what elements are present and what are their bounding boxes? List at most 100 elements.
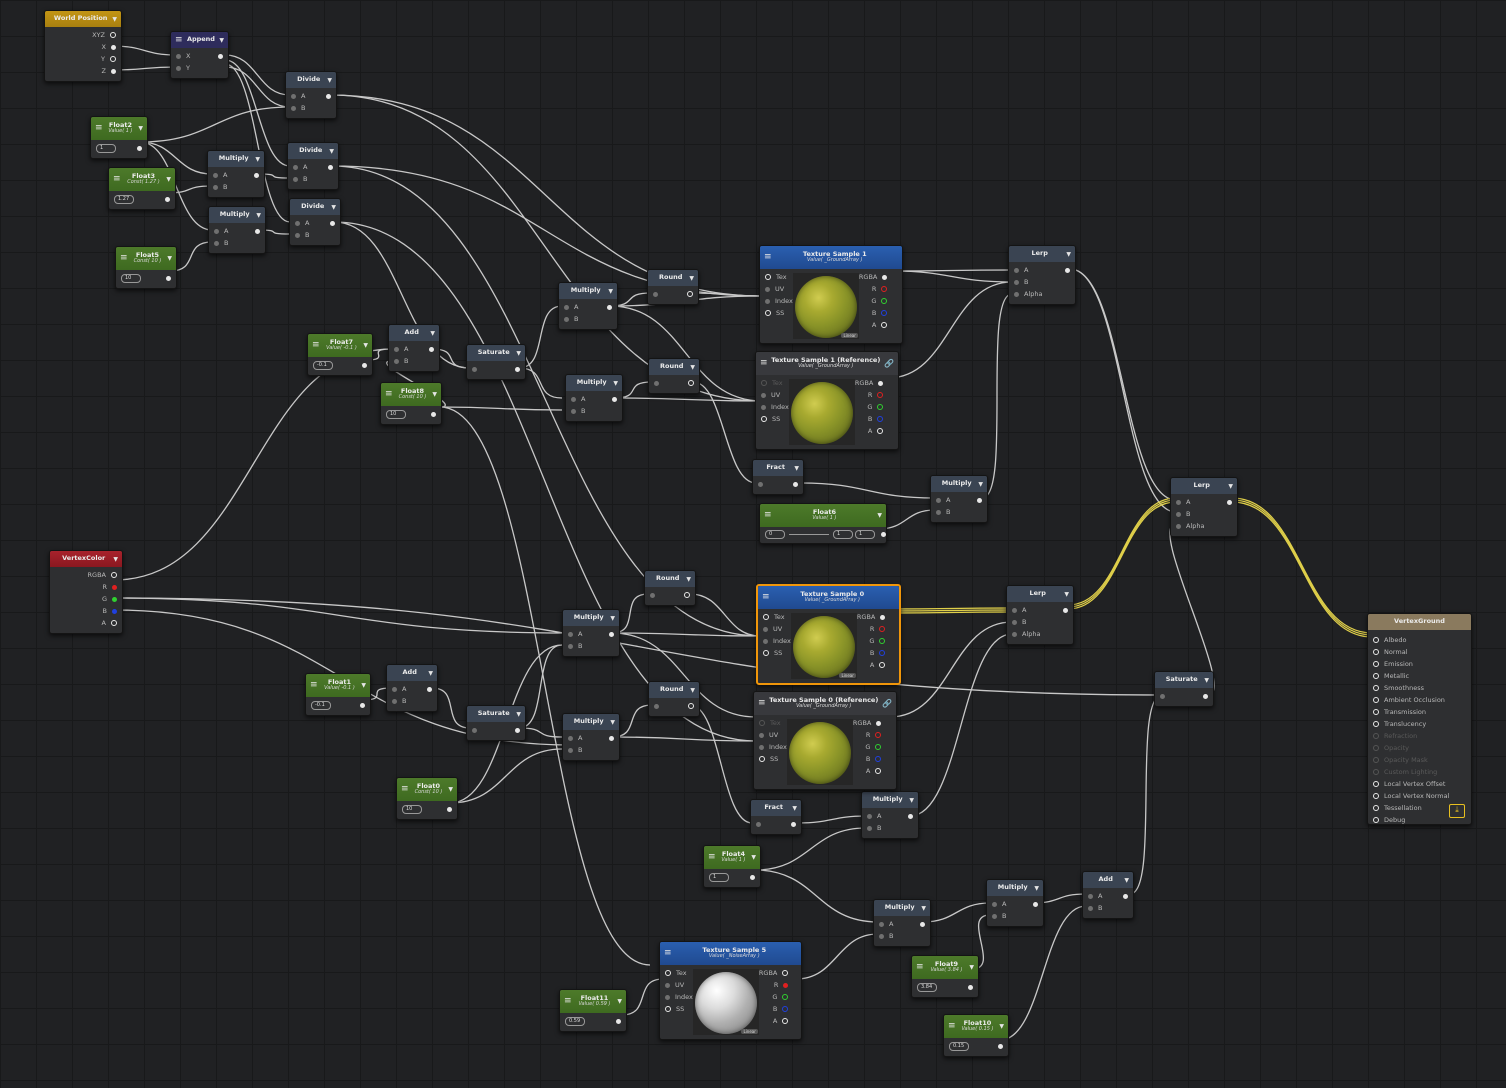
input-pin-x[interactable]: X: [171, 50, 190, 62]
output-pin[interactable]: [249, 169, 264, 181]
output-input-metallic[interactable]: Metallic: [1368, 670, 1471, 682]
input-pin-b[interactable]: B: [931, 506, 950, 518]
chevron-down-icon[interactable]: ▼: [112, 15, 117, 23]
menu-icon[interactable]: ≡: [312, 340, 320, 350]
menu-icon[interactable]: ≡: [764, 252, 772, 262]
chevron-down-icon[interactable]: ▼: [430, 329, 435, 337]
output-pin-rgba[interactable]: RGBA: [50, 569, 122, 581]
output-pin-r[interactable]: R: [50, 581, 122, 593]
chevron-down-icon[interactable]: ▼: [1064, 590, 1069, 598]
link-icon[interactable]: 🔗: [882, 699, 892, 708]
input-pin-b[interactable]: B: [563, 744, 582, 756]
chevron-down-icon[interactable]: ▼: [909, 796, 914, 804]
input-pin-a[interactable]: A: [862, 810, 881, 822]
float-value-field[interactable]: 1.27: [114, 194, 134, 204]
chevron-down-icon[interactable]: ▼: [978, 480, 983, 488]
output-pin[interactable]: [604, 732, 619, 744]
slider-value-field[interactable]: 1: [833, 529, 853, 539]
output-pin-y[interactable]: Y: [45, 53, 121, 65]
menu-icon[interactable]: ≡: [310, 680, 318, 690]
output-input-tessellation[interactable]: Tessellation: [1368, 802, 1471, 814]
chevron-down-icon[interactable]: ▼: [113, 555, 118, 563]
menu-icon[interactable]: ≡: [916, 962, 924, 972]
float-value-field[interactable]: 0.59: [565, 1016, 585, 1026]
input-pin-b[interactable]: B: [208, 181, 227, 193]
link-icon[interactable]: 🔗: [884, 359, 894, 368]
texture-sample-0-reference-node[interactable]: ≡Texture Sample 0 (Reference)Value( _Gro…: [753, 691, 897, 790]
chevron-down-icon[interactable]: ▼: [166, 176, 171, 183]
chevron-down-icon[interactable]: ▼: [794, 464, 799, 472]
menu-icon[interactable]: ≡: [764, 510, 772, 520]
input-pin-b[interactable]: B: [209, 237, 228, 249]
chevron-down-icon[interactable]: ▼: [686, 575, 691, 583]
output-input-normal[interactable]: Normal: [1368, 646, 1471, 658]
output-input-custom-lighting[interactable]: Custom Lighting: [1368, 766, 1471, 778]
menu-icon[interactable]: ≡: [175, 34, 183, 45]
menu-icon[interactable]: ≡: [760, 358, 768, 368]
slider-max-field[interactable]: 1: [855, 529, 875, 539]
output-pin[interactable]: [422, 683, 437, 695]
output-input-smoothness[interactable]: Smoothness: [1368, 682, 1471, 694]
input-pin-a[interactable]: A: [566, 393, 585, 405]
saturate-node[interactable]: Saturate▼: [466, 344, 526, 380]
menu-icon[interactable]: ≡: [95, 123, 103, 133]
saturate-node[interactable]: Saturate▼: [1154, 671, 1214, 707]
float-value-field[interactable]: 0.15: [949, 1041, 969, 1051]
fract-node[interactable]: Fract▼: [752, 459, 804, 495]
output-input-ambient-occlusion[interactable]: Ambient Occlusion: [1368, 694, 1471, 706]
input-pin-b[interactable]: B: [874, 930, 893, 942]
output-pin[interactable]: [903, 810, 918, 822]
output-input-translucency[interactable]: Translucency: [1368, 718, 1471, 730]
input-pin-a[interactable]: A: [288, 161, 307, 173]
chevron-down-icon[interactable]: ▼: [969, 964, 974, 971]
chevron-down-icon[interactable]: ▼: [1228, 482, 1233, 490]
output-pin[interactable]: [604, 628, 619, 640]
chevron-down-icon[interactable]: ▼: [921, 904, 926, 912]
input-pin-a[interactable]: A: [1083, 890, 1102, 902]
input-pin-b[interactable]: B: [566, 405, 585, 417]
output-pin[interactable]: [1028, 898, 1043, 910]
menu-icon[interactable]: ≡: [708, 852, 716, 862]
chevron-down-icon[interactable]: ▼: [428, 669, 433, 677]
output-pin[interactable]: [607, 393, 622, 405]
menu-icon[interactable]: ≡: [113, 174, 121, 184]
chevron-down-icon[interactable]: ▼: [138, 125, 143, 132]
float-value-field[interactable]: 1: [96, 143, 116, 153]
input-pin-a[interactable]: A: [387, 683, 406, 695]
output-input-debug[interactable]: Debug: [1368, 814, 1471, 826]
menu-icon[interactable]: ≡: [120, 253, 128, 263]
input-pin-b[interactable]: B: [1083, 902, 1102, 914]
output-pin[interactable]: [972, 494, 987, 506]
float-value-field[interactable]: -0.1: [313, 360, 333, 370]
input-pin-b[interactable]: B: [288, 173, 307, 185]
output-input-emission[interactable]: Emission: [1368, 658, 1471, 670]
chevron-down-icon[interactable]: ▼: [689, 274, 694, 282]
chevron-down-icon[interactable]: ▼: [219, 36, 224, 44]
float-value-field[interactable]: 10: [402, 804, 422, 814]
chevron-down-icon[interactable]: ▼: [690, 363, 695, 371]
output-pin[interactable]: [321, 90, 336, 102]
output-pin-z[interactable]: Z: [45, 65, 121, 77]
output-pin-g[interactable]: G: [50, 593, 122, 605]
chevron-down-icon[interactable]: ▼: [516, 349, 521, 357]
chevron-down-icon[interactable]: ▼: [448, 786, 453, 793]
output-input-opacity[interactable]: Opacity: [1368, 742, 1471, 754]
